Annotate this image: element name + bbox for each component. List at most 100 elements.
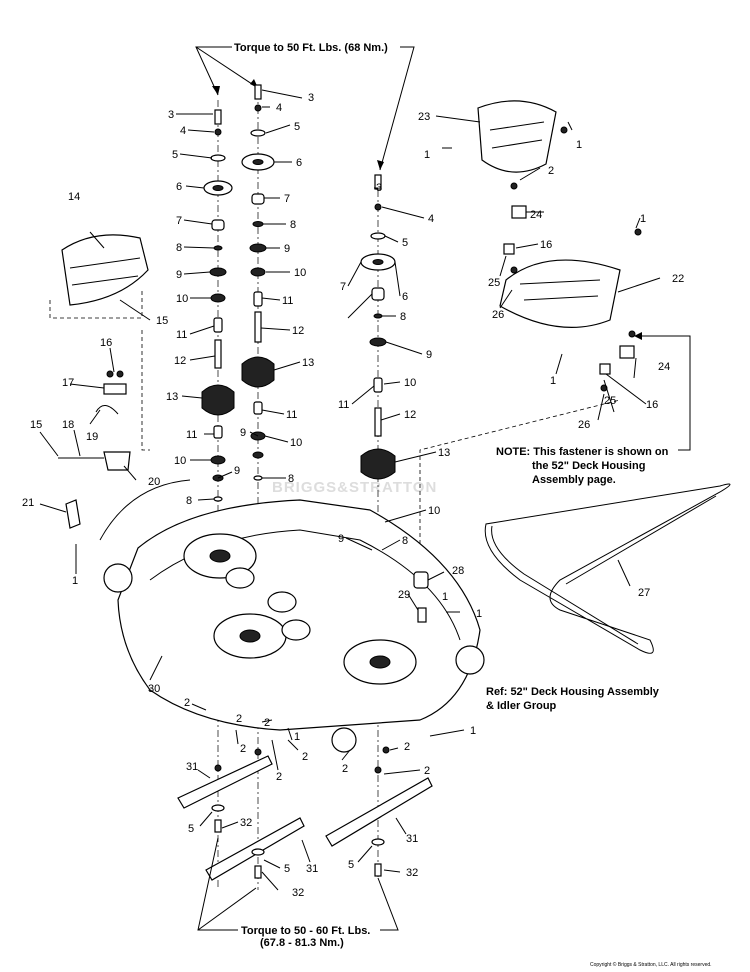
callout-13: 13 [166, 391, 178, 403]
callout-10: 10 [174, 455, 186, 467]
callout-4: 4 [180, 125, 186, 137]
callout-28: 28 [452, 565, 464, 577]
callout-2: 2 [548, 165, 554, 177]
callout-22: 22 [672, 273, 684, 285]
arrowhead-icon [634, 332, 642, 340]
cover-dashed-box [49, 290, 143, 319]
callout-9: 9 [240, 427, 246, 439]
fastener-part [374, 766, 382, 774]
torque-bottom-leader-right [377, 877, 399, 931]
callout-26: 26 [578, 419, 590, 431]
fastener-part [254, 748, 262, 756]
torque-top-leader-right [379, 46, 415, 171]
callout-1: 1 [476, 608, 482, 620]
callout-16: 16 [100, 337, 112, 349]
callout-8: 8 [288, 473, 294, 485]
watermark: BRIGGS&STRATTON [272, 479, 437, 496]
callout-9: 9 [338, 533, 344, 545]
sleeve-part [253, 401, 263, 415]
callout-2: 2 [404, 741, 410, 753]
bushing-part [371, 287, 385, 301]
note-line3: Assembly page. [532, 474, 616, 486]
callout-2: 2 [184, 697, 190, 709]
fastener-part [628, 330, 636, 338]
callout-16: 16 [646, 399, 658, 411]
callout-25: 25 [604, 395, 616, 407]
callout-11: 11 [282, 295, 293, 307]
copyright-text: Copyright © Briggs & Stratton, LLC. All … [590, 961, 712, 968]
callout-5: 5 [294, 121, 300, 133]
fastener-part [214, 764, 222, 772]
bracket-20-part [103, 451, 131, 471]
bracket-24b-part [619, 345, 635, 359]
callout-8: 8 [402, 535, 408, 547]
callout-3: 3 [308, 92, 314, 104]
right-spindle-stack [360, 174, 396, 569]
fastener-part [106, 370, 114, 378]
washer-part [211, 804, 225, 812]
callout-11: 11 [176, 329, 187, 341]
blade-31-left-part [177, 755, 273, 809]
idler-pulley-part [281, 619, 311, 641]
callout-9: 9 [426, 349, 432, 361]
callout-2: 2 [240, 743, 246, 755]
belt-inner-line [491, 495, 717, 645]
blade-31-right-part [325, 777, 433, 847]
cover-ribs [69, 257, 141, 286]
callout-13: 13 [302, 357, 314, 369]
callout-4: 4 [428, 213, 434, 225]
callout-2: 2 [342, 763, 348, 775]
fastener-part [510, 266, 518, 274]
spindle-housing-part [360, 448, 396, 480]
spacer-part [213, 496, 223, 502]
callout-1: 1 [442, 591, 448, 603]
note-line1: NOTE: This fastener is shown on [496, 446, 669, 458]
belt-27-part [484, 483, 731, 654]
nut-part [214, 128, 222, 136]
cover-ribs [519, 279, 601, 301]
sleeve-part [253, 291, 263, 307]
spacer-tube-part [254, 311, 262, 343]
callout-26: 26 [492, 309, 504, 321]
fastener-part [382, 746, 390, 754]
note-leader-line [640, 335, 691, 451]
callout-15: 15 [30, 419, 42, 431]
callout-6: 6 [176, 181, 182, 193]
sleeve-part [373, 377, 383, 393]
spindle-housing-part [241, 356, 275, 388]
callout-25: 25 [488, 277, 500, 289]
callout-10: 10 [294, 267, 306, 279]
clip-16-part [503, 243, 515, 255]
spacer-part [253, 475, 263, 481]
callout-6: 6 [296, 157, 302, 169]
callout-31: 31 [306, 863, 318, 875]
idler-pulley-part [267, 591, 297, 613]
bolt-part [374, 174, 382, 190]
callout-32: 32 [292, 887, 304, 899]
callout-11: 11 [286, 409, 297, 421]
bearing-part [210, 455, 226, 465]
sleeve-part [213, 317, 223, 333]
callout-1: 1 [470, 725, 476, 737]
callout-7: 7 [176, 215, 182, 227]
nut-part [374, 203, 382, 211]
discharge-chute-outline [99, 479, 191, 541]
callout-8: 8 [400, 311, 406, 323]
callout-4: 4 [276, 102, 282, 114]
washer-part [210, 154, 226, 162]
callout-6: 6 [402, 291, 408, 303]
torque-top-group: Torque to 50 Ft. Lbs. (68 Nm.) [195, 42, 415, 171]
callout-10: 10 [176, 293, 188, 305]
blade-bolt-part [254, 865, 262, 879]
bolt-part [214, 109, 222, 125]
dashed-leader [141, 330, 150, 451]
callout-32: 32 [240, 817, 252, 829]
callout-7: 7 [340, 281, 346, 293]
callout-16: 16 [540, 239, 552, 251]
torque-bottom-line2: (67.8 - 81.3 Nm.) [260, 937, 344, 949]
blade-bolt-part [214, 819, 222, 833]
torque-top-leader-mid [195, 46, 259, 89]
deck-wheel-part [331, 727, 357, 753]
callout-1: 1 [72, 575, 78, 587]
